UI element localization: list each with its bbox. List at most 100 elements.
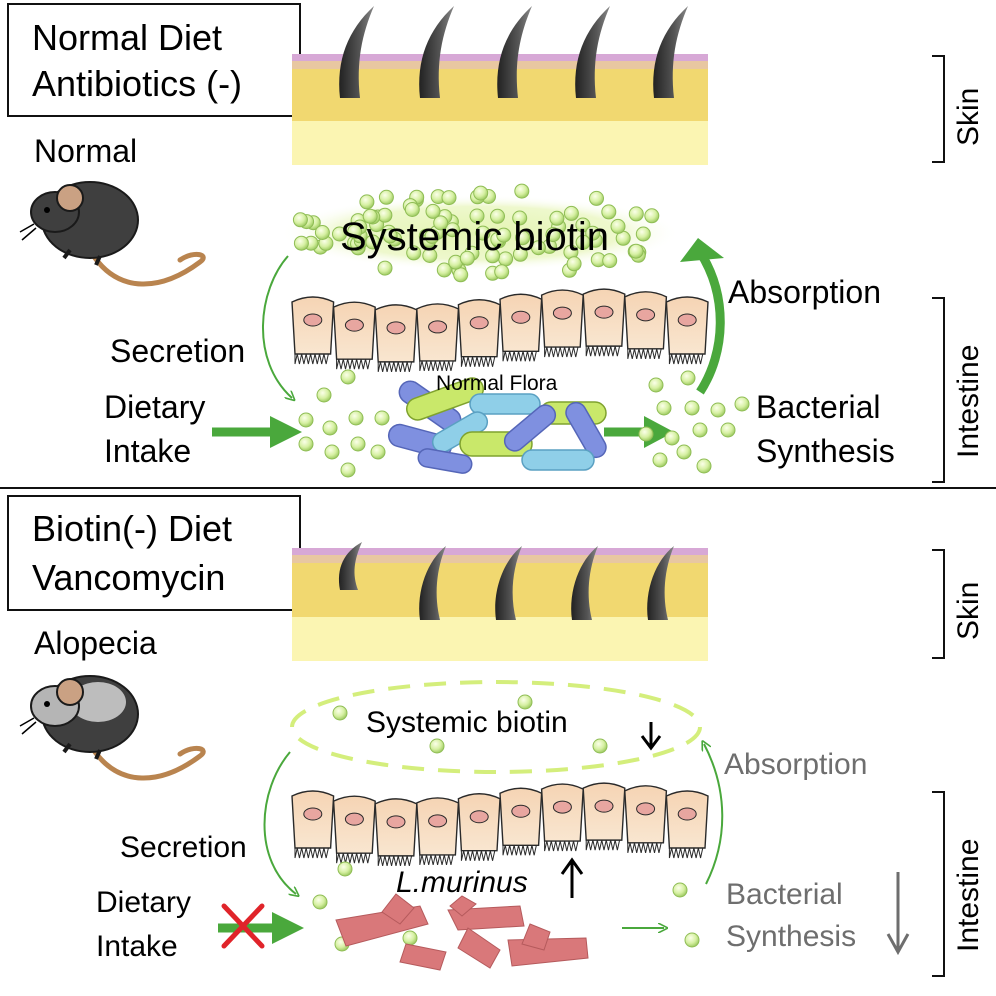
biotin-dot <box>298 412 314 428</box>
cell-nucleus <box>552 306 572 320</box>
top-bacterial-label-1: Bacterial <box>756 389 881 425</box>
biotin-dot <box>365 234 381 250</box>
cell-nucleus <box>677 807 697 821</box>
top-intestine-bracket <box>932 297 945 483</box>
bottom-epithelium <box>291 782 709 866</box>
biotin-dot <box>298 436 314 452</box>
microvilli <box>336 853 371 864</box>
bottom-bacterium-label: L.murinus <box>396 866 528 899</box>
biotin-dot <box>496 227 512 243</box>
cell-nucleus <box>344 812 364 826</box>
biotin-dot <box>575 234 591 250</box>
biotin-dot <box>602 253 618 269</box>
cell-nucleus <box>511 310 531 324</box>
synthesis-down-arrow <box>886 872 910 956</box>
bottom-intestine-bracket <box>932 791 945 977</box>
biotin-dot <box>692 422 708 438</box>
bottom-skin <box>292 542 708 661</box>
bottom-skin-bracket <box>932 549 945 659</box>
bottom-systemic-ellipse <box>290 680 702 774</box>
top-condition-box <box>7 3 301 117</box>
biotin-dot <box>324 444 340 460</box>
cell-nucleus <box>303 313 323 327</box>
top-dietary-label-1: Dietary <box>104 389 205 425</box>
biotin-dot <box>382 228 398 244</box>
biotin-dot <box>459 250 475 266</box>
biotin-dot <box>377 260 393 276</box>
bottom-systemic-label: Systemic biotin <box>366 706 568 739</box>
biotin-dot <box>563 205 579 221</box>
microvilli <box>627 348 662 359</box>
top-biotin-dots <box>292 183 660 283</box>
biotin-dot <box>436 262 452 278</box>
top-skin-bracket <box>932 55 945 163</box>
biotin-dot <box>441 190 457 206</box>
dietary-block-cross-icon <box>221 903 265 949</box>
bottom-absorption-arrow <box>704 744 724 885</box>
biotin-dot <box>515 230 531 246</box>
bottom-phenotype-label: Alopecia <box>34 625 157 661</box>
biotin-dot <box>575 217 591 233</box>
biotin-dot <box>332 226 347 242</box>
microvilli <box>544 840 579 852</box>
top-flora-label: Normal Flora <box>436 372 558 395</box>
bottom-dietary-label-1: Dietary <box>96 886 191 919</box>
biotin-dot <box>445 222 460 238</box>
top-phenotype-label: Normal <box>34 133 137 169</box>
biotin-dot <box>494 264 510 280</box>
microvilli <box>294 353 329 365</box>
biotin-dot <box>676 444 692 460</box>
biotin-dot <box>635 226 651 242</box>
microvilli <box>627 842 662 853</box>
biotin-dot <box>638 426 654 442</box>
biotin-dot <box>549 210 565 226</box>
microvilli <box>336 359 371 370</box>
biotin-dot <box>378 189 394 205</box>
biotin-dot <box>340 369 356 385</box>
cell-nucleus <box>636 308 656 322</box>
normal-flora-bacteria <box>387 377 607 474</box>
cell-nucleus <box>594 799 614 813</box>
top-skin-label: Skin <box>952 88 985 146</box>
top-absorption-arrowhead <box>680 238 724 262</box>
top-dietary-arrowhead <box>270 416 302 448</box>
cell-nucleus <box>594 305 614 319</box>
bottom-condition-line2: Vancomycin <box>32 557 225 598</box>
biotin-dot <box>512 210 528 226</box>
microvilli <box>460 356 496 367</box>
microvilli <box>377 855 413 866</box>
biotin-dot <box>350 436 366 452</box>
bottom-secretion-arrow <box>263 751 297 894</box>
bottom-intestine-label: Intestine <box>952 839 985 952</box>
cell-nucleus <box>428 814 448 828</box>
biotin-dot <box>589 190 604 206</box>
biotin-dot <box>370 444 386 460</box>
biotin-dot <box>469 208 485 224</box>
biotin-dot <box>424 228 440 244</box>
microvilli <box>460 850 496 861</box>
biotin-dot <box>475 225 491 241</box>
systemic-down-arrow <box>640 722 662 751</box>
cell-nucleus <box>636 802 656 816</box>
biotin-dot <box>652 452 668 468</box>
biotin-dot <box>453 267 469 283</box>
biotin-dot <box>610 218 626 234</box>
biotin-dot <box>433 215 449 231</box>
top-synthesis-arrowhead <box>644 416 674 448</box>
biotin-dot <box>512 246 528 262</box>
biotin-dot <box>644 208 660 224</box>
top-epithelium <box>291 288 709 372</box>
biotin-dot <box>314 225 330 240</box>
top-intestine-label: Intestine <box>952 345 985 458</box>
biotin-dot <box>628 206 644 222</box>
biotin-dot <box>293 235 309 251</box>
microvilli <box>585 346 621 357</box>
microvilli <box>377 361 413 372</box>
biotin-dot <box>514 183 530 199</box>
bottom-biotin-dots <box>332 694 608 754</box>
biotin-dot <box>656 400 672 416</box>
bottom-bacterial-label-2: Synthesis <box>726 920 856 953</box>
biotin-dot <box>585 225 601 241</box>
microvilli <box>544 346 579 358</box>
